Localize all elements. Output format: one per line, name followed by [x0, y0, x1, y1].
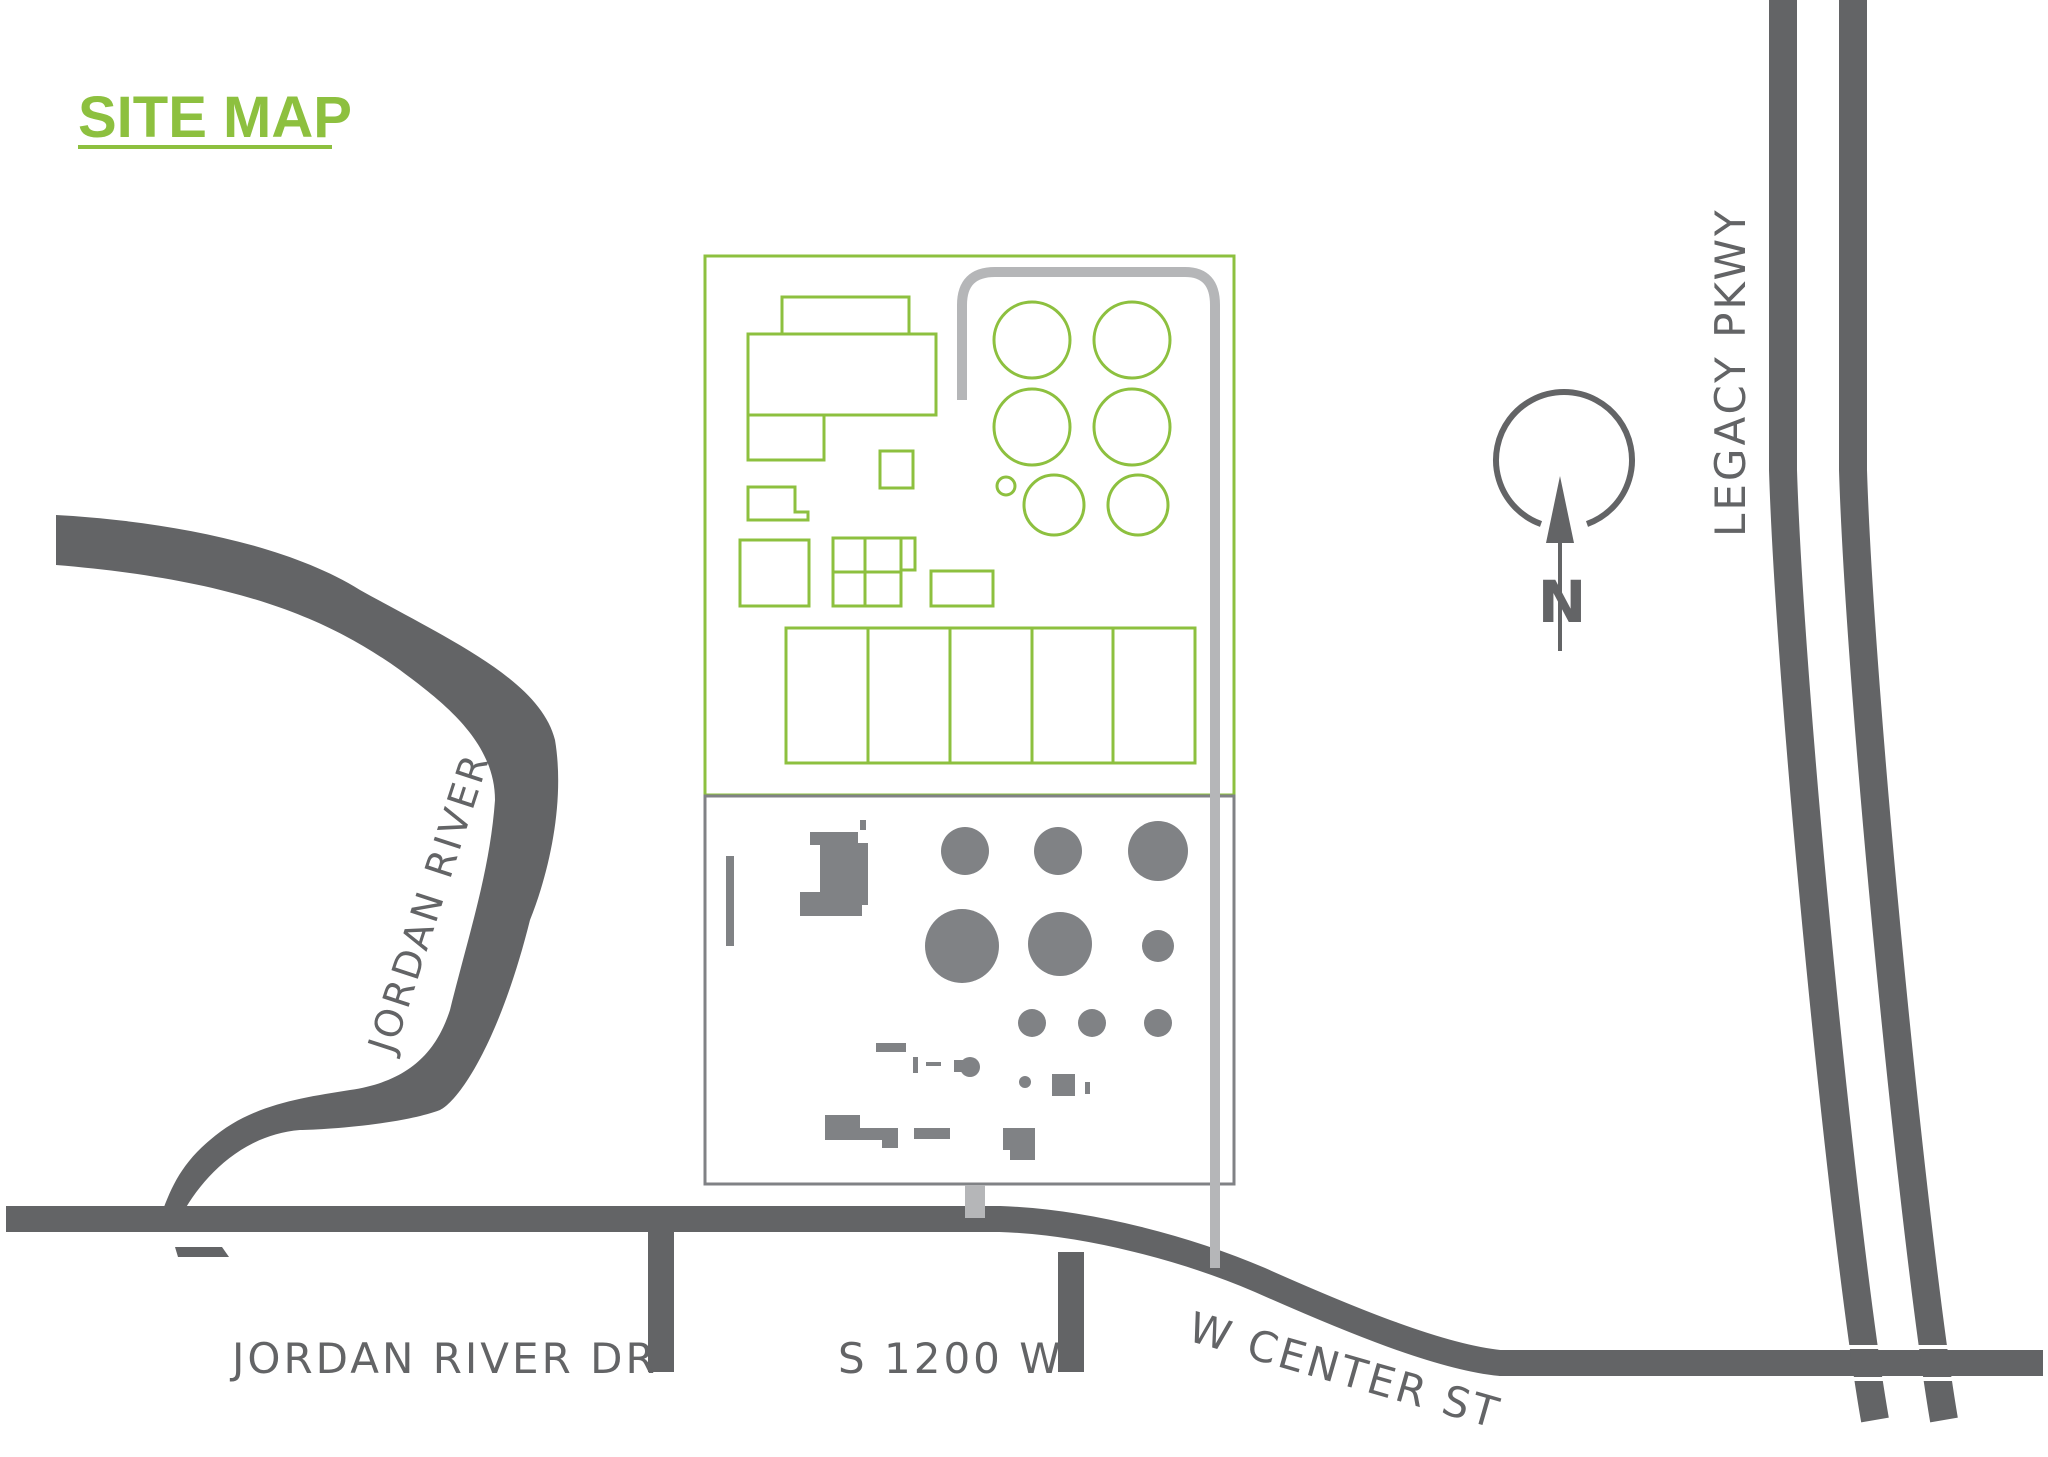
tank-outline [995, 475, 1017, 497]
north-compass: N [1493, 389, 1635, 651]
building [876, 1043, 906, 1052]
s-1200-w-road [1058, 1252, 1084, 1372]
tank-outline [1092, 300, 1172, 380]
tank-outline [1022, 473, 1086, 537]
legacy-pkwy-right [1839, 0, 1958, 1423]
legacy-pkwy-left [1769, 0, 1889, 1423]
tank [1142, 930, 1174, 962]
compass-ring [1493, 389, 1635, 527]
tank [1078, 1009, 1106, 1037]
building [825, 1115, 898, 1148]
existing-site-boundary [703, 794, 1236, 1186]
tank [925, 909, 999, 983]
tank [1144, 1009, 1172, 1037]
proposed-buildings [738, 295, 1197, 765]
building-outline [878, 449, 915, 490]
tank [960, 1057, 980, 1077]
north-arrow-icon [1546, 476, 1574, 651]
building-outline [780, 295, 911, 336]
tank-outline [1106, 473, 1170, 537]
existing-buildings [726, 820, 1188, 1160]
building [1003, 1128, 1035, 1160]
building-outline [746, 332, 938, 417]
jordan-river-dr-road [648, 1230, 674, 1372]
tank-outline [1092, 387, 1172, 467]
overpass-gap [1845, 1377, 1965, 1381]
tank [1034, 827, 1082, 875]
tank [1028, 912, 1092, 976]
tank-outline [992, 300, 1072, 380]
building [800, 832, 868, 916]
building [1052, 1074, 1075, 1096]
gate-path [965, 1185, 985, 1218]
overpass-gap [1845, 1345, 1965, 1349]
jordan-river-dr-label: JORDAN RIVER DR [229, 1334, 658, 1383]
compass-label: N [1538, 568, 1587, 636]
tank [1019, 1076, 1031, 1088]
building [926, 1062, 941, 1066]
building [913, 1057, 918, 1073]
river-outlet [175, 1247, 229, 1257]
tank [1128, 821, 1188, 881]
tank [1018, 1009, 1046, 1037]
storage-bays [784, 626, 1197, 765]
tank [941, 827, 989, 875]
building [726, 856, 734, 946]
access-road [957, 267, 1220, 1268]
s-1200-w-label: S 1200 W [838, 1334, 1064, 1383]
building [954, 1060, 964, 1072]
building-outline [738, 538, 811, 608]
building [914, 1128, 950, 1139]
w-center-st-road [6, 1206, 2043, 1376]
building [860, 820, 866, 830]
building-outline [929, 569, 995, 608]
building-outline [746, 413, 826, 462]
building [860, 852, 866, 858]
tank-outline [992, 387, 1072, 467]
building [1085, 1082, 1090, 1094]
page-title: SITE MAP [78, 85, 352, 150]
proposed-site-boundary [703, 254, 1236, 797]
jordan-river [56, 515, 559, 1218]
building-outline [746, 485, 810, 522]
legacy-pkwy-label: LEGACY PKWY [1706, 207, 1755, 537]
building-outline [899, 536, 917, 572]
